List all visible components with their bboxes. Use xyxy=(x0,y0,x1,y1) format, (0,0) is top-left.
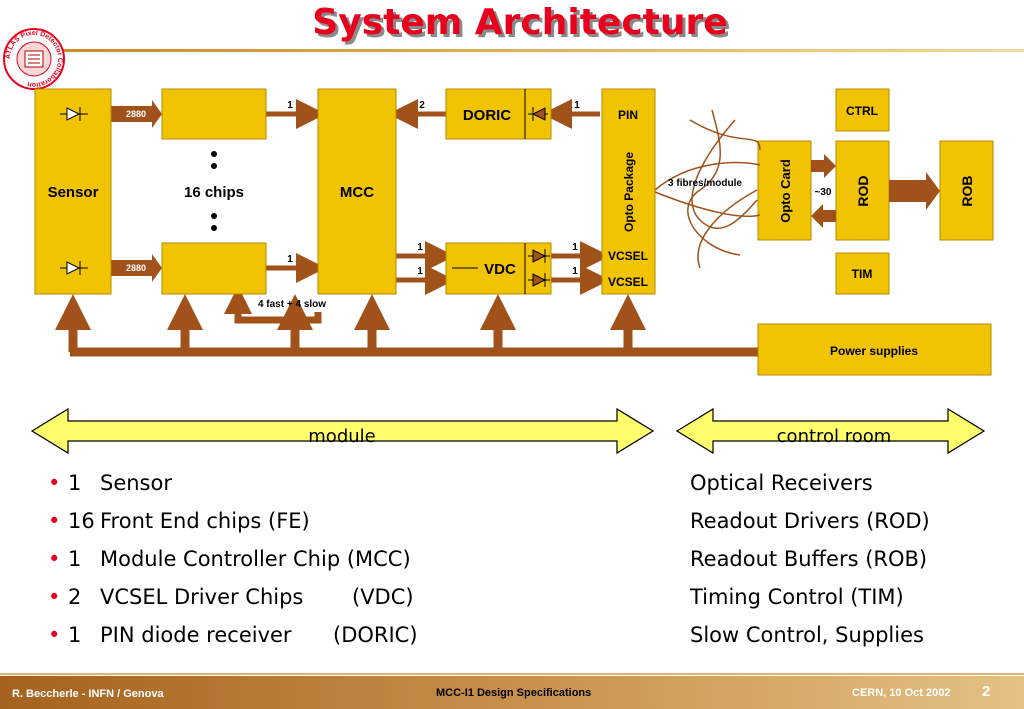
opto-rod-arrows xyxy=(811,154,940,228)
footer-bar xyxy=(0,676,1024,709)
item-count: 2 xyxy=(68,585,82,609)
tim-label: TIM xyxy=(852,267,873,281)
bullet-icon: • xyxy=(48,623,61,647)
vdc-diode-icon xyxy=(452,243,550,294)
chip-ellipsis xyxy=(211,151,217,231)
chips-label: 16 chips xyxy=(184,184,244,201)
bullet-icon: • xyxy=(48,547,61,571)
fibres-label: 3 fibres/module xyxy=(668,178,742,189)
vcsel-label-1: VCSEL xyxy=(608,249,648,263)
sensor-label: Sensor xyxy=(48,184,99,201)
fe-top-mcc-count: 1 xyxy=(287,100,293,111)
footer-divider xyxy=(0,673,1024,675)
mcc-block xyxy=(317,88,397,295)
rod-block xyxy=(835,140,890,241)
item-count: 1 xyxy=(68,547,82,571)
mcc-vdc-count-1: 1 xyxy=(417,242,423,253)
module-scope-label: module xyxy=(308,426,375,447)
rob-label: ROB xyxy=(959,175,975,206)
sensor-block xyxy=(34,88,112,295)
control-room-item: Optical Receivers xyxy=(690,471,873,495)
atlas-pixel-logo: ATLAS Pixel Detector Collaboration xyxy=(3,28,65,90)
doric-label: DORIC xyxy=(463,107,512,124)
pin-doric-count: 1 xyxy=(574,100,580,111)
opto-card-label: Opto Card xyxy=(778,159,793,223)
power-bus xyxy=(55,294,758,357)
ctrl-block xyxy=(835,88,890,132)
item-text: VCSEL Driver Chips xyxy=(100,585,304,609)
diode-icon xyxy=(60,107,88,275)
vdc-vcsel-count-2: 1 xyxy=(572,266,578,277)
fe-bottom-mcc-count: 1 xyxy=(287,254,293,265)
mcc-vdc-count-2: 1 xyxy=(417,266,423,277)
doric-mcc-count: 2 xyxy=(419,100,425,111)
opto-package-block xyxy=(601,88,656,295)
sensor-bottom-count: 2880 xyxy=(126,263,146,273)
footer-author: R. Beccherle - INFN / Genova xyxy=(12,688,164,700)
vdc-label: VDC xyxy=(484,261,516,278)
sensor-fe-arrows xyxy=(111,100,162,282)
footer-date: CERN, 10 Oct 2002 xyxy=(852,687,951,699)
control-room-item: Readout Drivers (ROD) xyxy=(690,509,930,533)
control-room-scope-arrow xyxy=(675,407,986,455)
pin-label: PIN xyxy=(618,108,638,122)
opto-package-label: Opto Package xyxy=(622,152,636,232)
architecture-diagram: 4 fast + 4 slow 2880 2880 1 1 2 1 1 1 1 xyxy=(30,88,994,455)
vdc-vcsel-count-1: 1 xyxy=(572,242,578,253)
control-room-scope-label: control room xyxy=(777,426,892,447)
item-abbr: (VDC) xyxy=(352,585,414,609)
page-number: 2 xyxy=(982,683,991,700)
bullet-icon: • xyxy=(48,471,61,495)
ctrl-label: CTRL xyxy=(846,104,878,118)
control-room-item: Timing Control (TIM) xyxy=(690,585,904,609)
page-title: System Architecture xyxy=(312,2,728,43)
control-room-item: Slow Control, Supplies xyxy=(690,623,924,647)
item-text: Sensor xyxy=(100,471,172,495)
rod-link-label: ~30 xyxy=(815,187,832,198)
fe-bus-arrow xyxy=(224,286,322,324)
item-text: Module Controller Chip (MCC) xyxy=(100,547,411,571)
title-divider xyxy=(60,49,1024,52)
rod-label: ROD xyxy=(855,175,871,206)
footer-title: MCC-I1 Design Specifications xyxy=(436,687,592,699)
item-count: 1 xyxy=(68,623,82,647)
module-scope-arrow xyxy=(30,407,655,455)
bullet-icon: • xyxy=(48,509,61,533)
sensor-top-count: 2880 xyxy=(126,109,146,119)
item-count: 1 xyxy=(68,471,82,495)
fibre-bundle xyxy=(654,109,761,269)
fe-top-block xyxy=(161,88,267,140)
control-room-item: Readout Buffers (ROB) xyxy=(690,547,928,571)
opto-card-block xyxy=(757,140,812,241)
fe-bus-label: 4 fast + 4 slow xyxy=(258,299,326,310)
fe-bottom-block xyxy=(161,242,267,295)
power-supplies-block xyxy=(757,323,992,376)
link-arrows xyxy=(266,99,610,295)
item-text: Front End chips (FE) xyxy=(100,509,310,533)
tim-block xyxy=(835,252,890,295)
item-abbr: (DORIC) xyxy=(333,623,418,647)
item-text: PIN diode receiver xyxy=(100,623,292,647)
rob-block xyxy=(939,140,994,241)
power-supplies-label: Power supplies xyxy=(830,344,918,358)
item-count: 16 xyxy=(68,509,95,533)
vcsel-label-2: VCSEL xyxy=(608,275,648,289)
doric-diode-icon xyxy=(524,89,548,139)
bullet-icon: • xyxy=(48,585,61,609)
mcc-label: MCC xyxy=(340,184,374,201)
